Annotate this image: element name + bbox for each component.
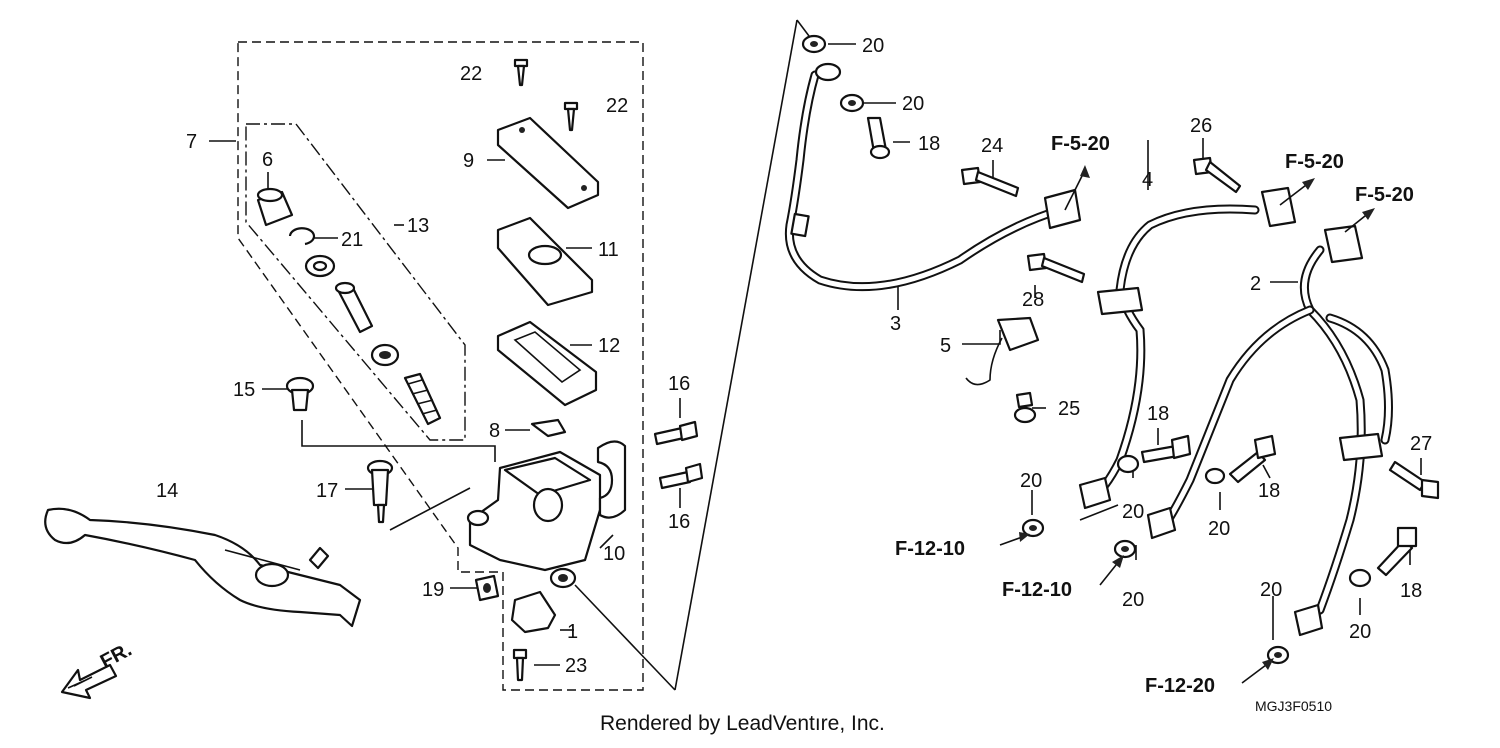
callout-16-upper: 16 — [668, 373, 690, 395]
brake-lever — [44, 507, 362, 628]
callout-13: 13 — [407, 215, 429, 237]
callout-12: 12 — [598, 335, 620, 357]
bolt-16-lower — [658, 462, 704, 490]
callout-18-mid: 18 — [1147, 403, 1169, 425]
callout-20-h: 20 — [1349, 621, 1371, 643]
callout-21: 21 — [341, 229, 363, 251]
reservoir-plate — [496, 216, 594, 307]
bolt-18-mid — [1140, 434, 1192, 464]
holder-10 — [596, 440, 627, 519]
callout-20-e: 20 — [1208, 518, 1230, 540]
washer-20-left — [1021, 518, 1045, 538]
callout-4: 4 — [1142, 169, 1153, 191]
callout-19: 19 — [422, 579, 444, 601]
callout-10: 10 — [603, 543, 625, 565]
callout-20-b: 20 — [902, 93, 924, 115]
ref-f-12-20: F-12-20 — [1145, 675, 1215, 697]
washer-20-center — [1113, 539, 1137, 559]
callout-26: 26 — [1190, 115, 1212, 137]
piston-boot — [256, 187, 294, 227]
callout-18-right: 18 — [1258, 480, 1280, 502]
pivot-bolt-17 — [366, 459, 394, 524]
callout-11: 11 — [598, 239, 619, 261]
callout-15: 15 — [233, 379, 255, 401]
brake-hose-2 — [1146, 224, 1393, 637]
callout-7: 7 — [186, 131, 197, 153]
bolt-18-top — [866, 116, 891, 160]
front-direction-arrow: FR. — [60, 639, 135, 700]
callout-24: 24 — [981, 135, 1003, 157]
callout-20-a: 20 — [862, 35, 884, 57]
bolt-24 — [960, 166, 1020, 198]
ref-f-12-10-b: F-12-10 — [1002, 579, 1072, 601]
ref-f-5-20-b: F-5-20 — [1285, 151, 1344, 173]
ref-f-5-20-c: F-5-20 — [1355, 184, 1414, 206]
callout-20-d: 20 — [1122, 501, 1144, 523]
nut-19 — [474, 574, 500, 602]
callout-25: 25 — [1058, 398, 1080, 420]
brake-hose-3 — [784, 62, 1082, 292]
bracket-8 — [530, 418, 567, 438]
reservoir-cap — [496, 116, 600, 210]
leader-lines — [209, 43, 1422, 666]
callout-20-f: 20 — [1122, 589, 1144, 611]
callout-22-upper: 22 — [460, 63, 482, 85]
bolt-18-lower-right — [1376, 526, 1418, 577]
circlip — [288, 227, 316, 246]
callout-22-lower: 22 — [606, 95, 628, 117]
callout-9: 9 — [463, 150, 474, 172]
piston-set-outline — [245, 123, 466, 441]
piston-cup — [370, 343, 400, 367]
bolt-28 — [1026, 252, 1086, 284]
piston-spring — [403, 372, 442, 426]
screw-22-lower — [563, 101, 579, 132]
callout-6: 6 — [262, 149, 273, 171]
callout-18-top: 18 — [918, 133, 940, 155]
ref-f-12-10-a: F-12-10 — [895, 538, 965, 560]
callout-28: 28 — [1022, 289, 1044, 311]
credit-line: Rendered by LeadVentıre, Inc. — [600, 712, 885, 735]
bracket-5 — [965, 316, 1040, 386]
cap-15 — [285, 376, 315, 412]
callout-16-lower: 16 — [668, 511, 690, 533]
callout-3: 3 — [890, 313, 901, 335]
piston-seal — [304, 254, 336, 278]
bolt-26 — [1192, 156, 1242, 194]
washer-20-right-mid — [1204, 467, 1226, 485]
screw-22-upper — [513, 58, 529, 87]
reference-arrows — [999, 165, 1375, 684]
callout-14: 14 — [156, 480, 178, 502]
callout-5: 5 — [940, 335, 951, 357]
bolt-25 — [1013, 391, 1037, 424]
switch-1 — [510, 590, 557, 634]
piston — [334, 281, 374, 334]
callout-20-c: 20 — [1020, 470, 1042, 492]
diaphragm — [496, 320, 598, 407]
ref-f-5-20-a: F-5-20 — [1051, 133, 1110, 155]
screw-23 — [512, 648, 528, 682]
callout-23: 23 — [565, 655, 587, 677]
washer-20-top — [801, 34, 827, 54]
callout-18-lower: 18 — [1400, 580, 1422, 602]
master-cylinder-body — [466, 450, 602, 589]
washer-20-second — [839, 93, 865, 113]
bolt-18-right — [1228, 434, 1277, 484]
washer-20-lower-right — [1348, 568, 1372, 588]
callout-17: 17 — [316, 480, 338, 502]
bolt-16-upper — [653, 420, 699, 446]
diagram-code: MGJ3F0510 — [1255, 698, 1332, 714]
callout-20-g: 20 — [1260, 579, 1282, 601]
callout-1: 1 — [567, 621, 578, 643]
callout-2: 2 — [1250, 273, 1261, 295]
master-cylinder-kit-outline — [237, 41, 644, 691]
callout-27: 27 — [1410, 433, 1432, 455]
callout-8: 8 — [489, 420, 500, 442]
washer-20-mid — [1116, 454, 1140, 474]
bolt-27 — [1388, 460, 1440, 500]
